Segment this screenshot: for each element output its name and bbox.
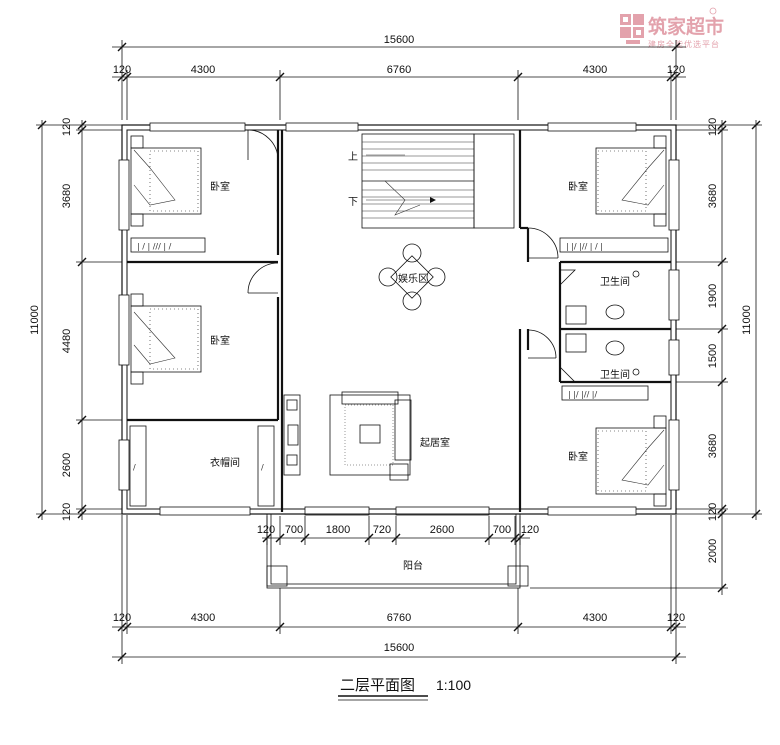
dim-top-4: 4300 bbox=[583, 64, 607, 76]
entertainment-table-icon bbox=[378, 243, 446, 311]
dim-left-4: 2600 bbox=[61, 453, 73, 477]
room-label-bedroom-4: 卧室 bbox=[568, 450, 588, 463]
balcony bbox=[266, 513, 529, 589]
tv-cabinet-icon bbox=[283, 394, 301, 476]
drawing-title-text: 二层平面图 bbox=[340, 676, 415, 694]
brand-logo: 筑家超市 建房全能优选平台 bbox=[620, 7, 724, 49]
front-dimensions: 120 700 1800 720 2600 700 120 bbox=[257, 516, 539, 545]
wardrobe-top-right-icon: | |/ |// | / | bbox=[559, 237, 669, 253]
dim-front-4: 720 bbox=[373, 524, 391, 536]
dim-right-5: 3680 bbox=[707, 434, 719, 458]
left-dimensions: 11000 120 3680 4480 2600 120 bbox=[29, 118, 122, 521]
dim-right-6: 120 bbox=[707, 503, 719, 521]
dim-bottom-1: 120 bbox=[113, 612, 131, 624]
room-label-bathroom-1: 卫生间 bbox=[600, 275, 630, 288]
dim-right-4: 1500 bbox=[707, 344, 719, 368]
closet-left-icon: // bbox=[129, 425, 275, 507]
dim-left-1: 120 bbox=[61, 118, 73, 136]
windows bbox=[118, 122, 680, 516]
sofa-set-icon bbox=[329, 391, 412, 481]
dim-right-7: 2000 bbox=[707, 539, 719, 563]
room-label-bedroom-1: 卧室 bbox=[210, 180, 230, 193]
dim-bottom-total: 15600 bbox=[384, 642, 415, 654]
dim-right-2: 3680 bbox=[707, 184, 719, 208]
dim-left-2: 3680 bbox=[61, 184, 73, 208]
bathroom-1-fixtures bbox=[565, 270, 640, 325]
dim-right-total: 11000 bbox=[741, 305, 753, 335]
bed-middle-left-icon bbox=[130, 293, 202, 385]
room-label-bedroom-3: 卧室 bbox=[568, 180, 588, 193]
dim-left-5: 120 bbox=[61, 503, 73, 521]
staircase: 上 下 bbox=[348, 133, 515, 229]
dim-front-5: 2600 bbox=[430, 524, 454, 536]
drawing-scale: 1:100 bbox=[436, 677, 471, 693]
dim-bottom-3: 6760 bbox=[387, 612, 411, 624]
registered-mark-icon bbox=[709, 7, 717, 15]
dim-front-3: 1800 bbox=[326, 524, 350, 536]
bathroom-2-fixtures bbox=[565, 333, 640, 376]
stair-up-label: 上 bbox=[348, 151, 358, 163]
dim-left-3: 4480 bbox=[61, 329, 73, 353]
bottom-dimensions: 120 4300 6760 4300 120 15600 bbox=[112, 515, 686, 664]
svg-text:/: / bbox=[133, 463, 136, 472]
svg-text:| / | /// | /: | / | /// | / bbox=[137, 242, 172, 251]
exterior-walls bbox=[121, 124, 677, 515]
drawing-title: 二层平面图 1:100 bbox=[338, 676, 471, 701]
room-label-closet: 衣帽间 bbox=[210, 456, 240, 469]
logo-emblem-icon bbox=[620, 14, 644, 44]
bed-top-right-icon bbox=[595, 135, 667, 227]
svg-text:| |/ |// |/: | |/ |// |/ bbox=[568, 390, 597, 399]
logo-subtitle: 建房全能优选平台 bbox=[648, 39, 720, 49]
dim-front-6: 700 bbox=[493, 524, 511, 536]
room-label-bedroom-2: 卧室 bbox=[210, 334, 230, 347]
dim-top-5: 120 bbox=[667, 64, 685, 76]
dim-right-3: 1900 bbox=[707, 284, 719, 308]
room-label-entertainment: 娱乐区 bbox=[398, 272, 428, 285]
dim-bottom-4: 4300 bbox=[583, 612, 607, 624]
dim-front-1: 120 bbox=[257, 524, 275, 536]
wardrobe-bottom-right-icon: | |/ |// |/ bbox=[561, 385, 649, 401]
interior-walls bbox=[127, 130, 671, 512]
dim-top-3: 6760 bbox=[387, 64, 411, 76]
svg-text:| |/ |// | / |: | |/ |// | / | bbox=[566, 242, 603, 251]
dim-left-total: 11000 bbox=[29, 305, 41, 335]
wardrobe-top-left-icon: | / | /// | / bbox=[130, 237, 206, 253]
room-label-bathroom-2: 卫生间 bbox=[600, 368, 630, 381]
dim-front-7: 120 bbox=[521, 524, 539, 536]
dim-top-total: 15600 bbox=[384, 34, 415, 46]
dim-right-1: 120 bbox=[707, 118, 719, 136]
stair-down-label: 下 bbox=[348, 197, 358, 208]
dim-bottom-2: 4300 bbox=[191, 612, 215, 624]
doors bbox=[247, 129, 576, 383]
dim-front-2: 700 bbox=[285, 524, 303, 536]
dim-top-2: 4300 bbox=[191, 64, 215, 76]
room-label-living: 起居室 bbox=[420, 436, 450, 449]
svg-text:/: / bbox=[261, 463, 264, 472]
bed-top-left-icon bbox=[130, 135, 202, 227]
right-dimensions: 120 3680 1900 1500 3680 120 2000 11000 bbox=[530, 118, 762, 595]
dim-top-1: 120 bbox=[113, 64, 131, 76]
top-dimensions: 15600 120 4300 6760 4300 120 bbox=[112, 34, 686, 120]
dim-bottom-5: 120 bbox=[667, 612, 685, 624]
room-label-balcony: 阳台 bbox=[403, 559, 423, 572]
bed-bottom-right-icon bbox=[595, 415, 667, 507]
logo-text: 筑家超市 bbox=[648, 15, 724, 38]
